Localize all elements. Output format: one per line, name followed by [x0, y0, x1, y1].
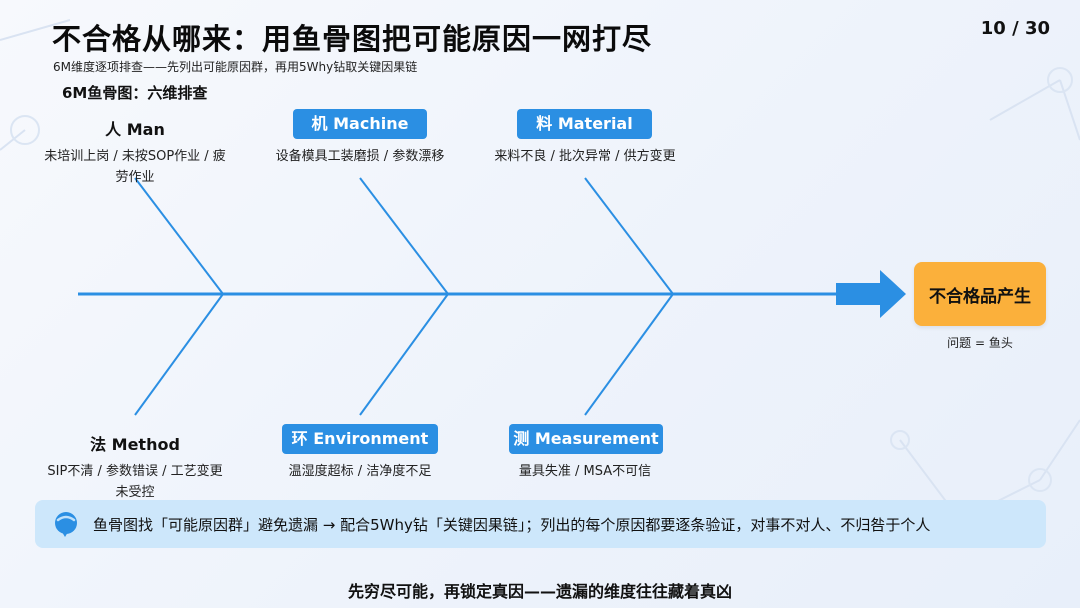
causes-environment: 温湿度超标 / 洁净度不足: [288, 464, 432, 479]
bone-machine: [359, 177, 449, 295]
bone-measurement: [584, 293, 674, 416]
bone-environment: [359, 293, 449, 416]
spine-arrowhead: [836, 270, 906, 318]
bone-method: [134, 293, 224, 416]
chat-bubble-icon: [55, 512, 77, 537]
fish-head-caption: 问题 = 鱼头: [947, 336, 1013, 350]
category-environment: 环 Environment: [282, 424, 438, 454]
footer-tagline: 先穷尽可能，再锁定真因——遗漏的维度往往藏着真凶: [347, 582, 732, 601]
tip-banner: 鱼骨图找「可能原因群」避免遗漏 → 配合5Why钻「关键因果链」；列出的每个原因…: [35, 500, 1046, 548]
causes-man: 未培训上岗 / 未按SOP作业 / 疲劳作业: [44, 149, 226, 185]
category-material: 料 Material: [517, 109, 652, 139]
fish-head-problem: 不合格品产生: [914, 262, 1046, 326]
tip-text: 鱼骨图找「可能原因群」避免遗漏 → 配合5Why钻「关键因果链」；列出的每个原因…: [93, 515, 931, 534]
diagram-section-title: 6M鱼骨图：六维排查: [62, 84, 208, 102]
causes-measurement: 量具失准 / MSA不可信: [518, 464, 652, 479]
causes-machine: 设备模具工装磨损 / 参数漂移: [275, 149, 445, 164]
category-measurement: 测 Measurement: [509, 424, 663, 454]
page-title: 不合格从哪来：用鱼骨图把可能原因一网打尽: [52, 22, 653, 56]
category-method: 法 Method: [90, 435, 180, 454]
causes-method: SIP不清 / 参数错误 / 工艺变更未受控: [47, 464, 223, 500]
page-subtitle: 6M维度逐项排查——先列出可能原因群，再用5Why钻取关键因果链: [53, 60, 418, 74]
category-man: 人 Man: [105, 120, 165, 139]
category-machine: 机 Machine: [293, 109, 427, 139]
bone-material: [584, 177, 674, 295]
page-number: 10 / 30: [980, 18, 1050, 39]
bone-man: [134, 177, 224, 295]
causes-material: 来料不良 / 批次异常 / 供方变更: [494, 149, 676, 164]
